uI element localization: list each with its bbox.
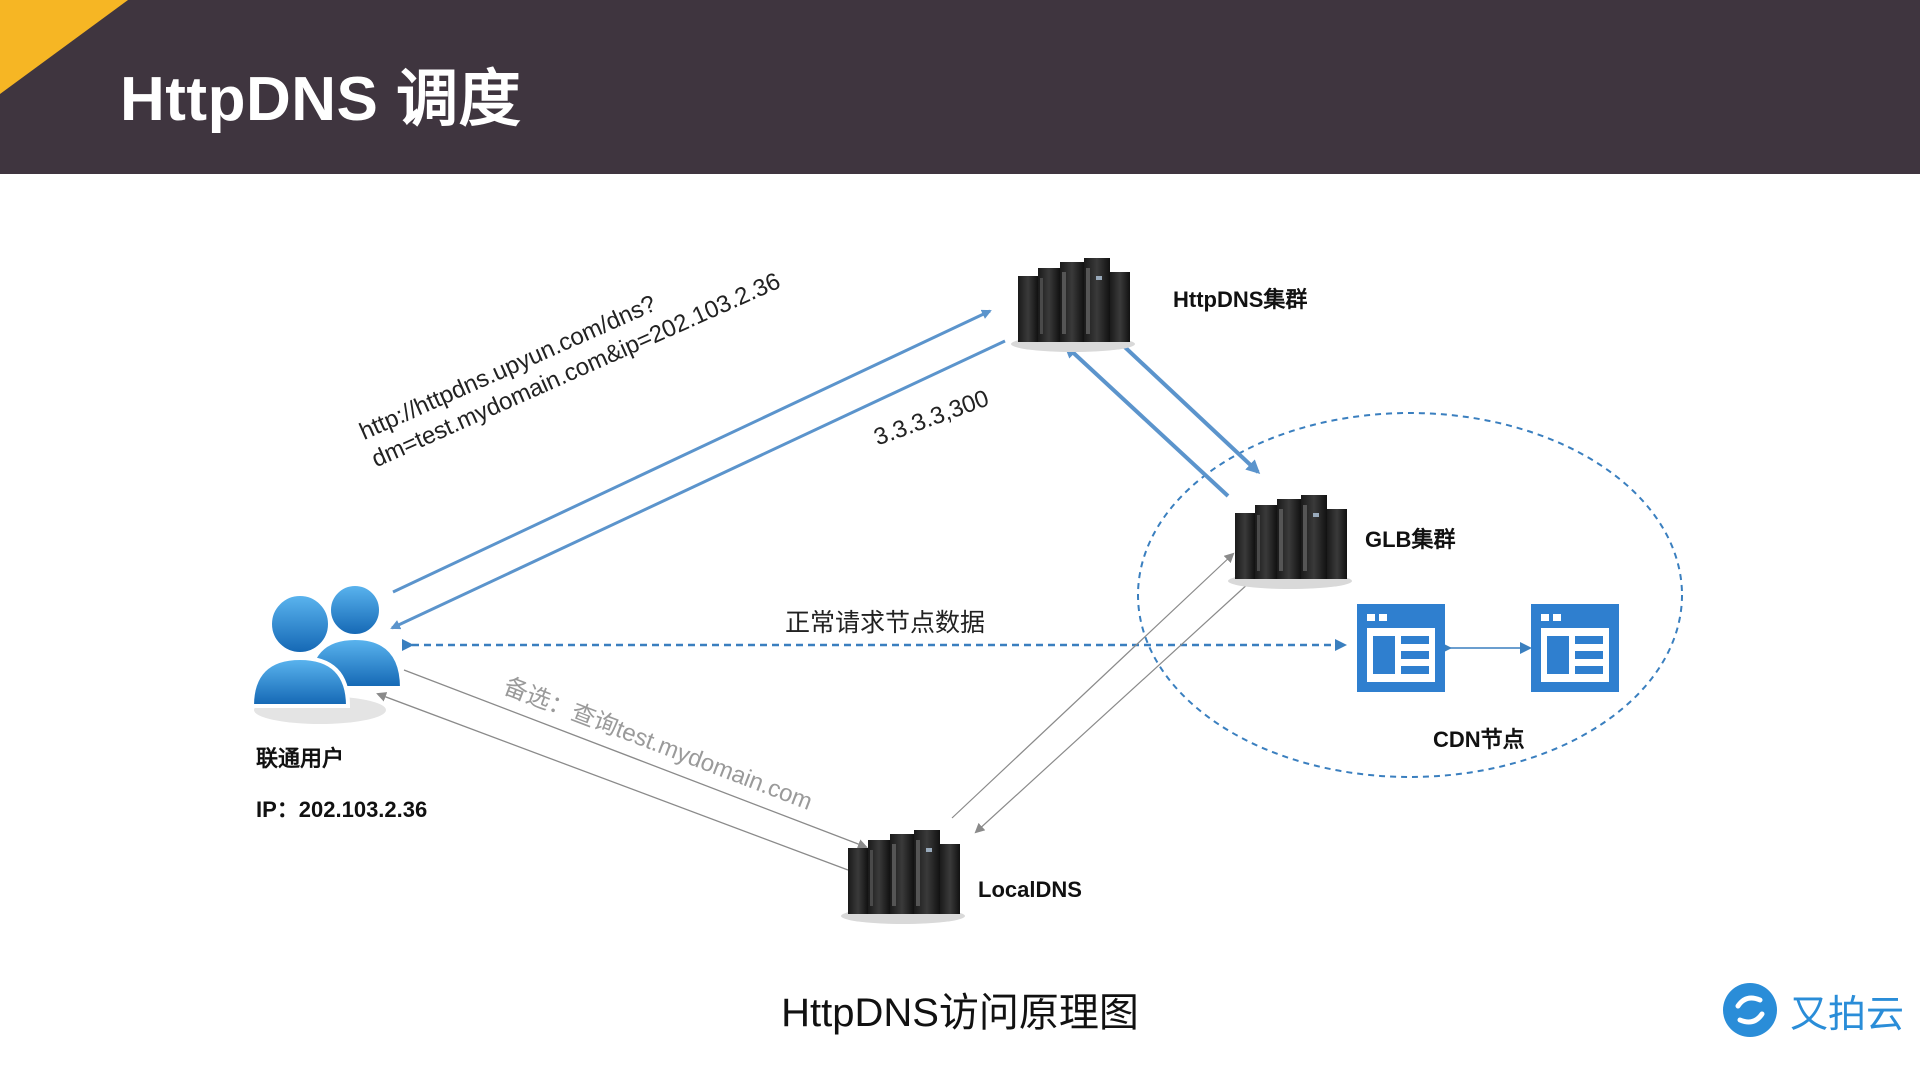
glb-cdn-region bbox=[1137, 412, 1683, 778]
normal-request-label: 正常请求节点数据 bbox=[785, 609, 986, 637]
slide-header bbox=[0, 0, 1920, 174]
cdn-node-icon bbox=[1357, 604, 1445, 692]
user-ip-label: IP：202.103.2.36 bbox=[256, 797, 428, 822]
glb-cluster-label: GLB集群 bbox=[1365, 527, 1456, 552]
glb-to-localdns-arrow bbox=[974, 581, 1251, 834]
response-arrow bbox=[390, 339, 1006, 630]
brand-name: 又拍云 bbox=[1790, 991, 1905, 1036]
cdn-node-icon bbox=[1531, 604, 1619, 692]
upyun-logo-icon bbox=[1723, 983, 1777, 1037]
httpdns-cluster-label: HttpDNS集群 bbox=[1173, 287, 1308, 312]
corner-accent bbox=[0, 0, 128, 94]
user-group-icon bbox=[249, 582, 405, 724]
localdns-to-glb-arrow bbox=[951, 552, 1235, 819]
glb-to-httpdns-arrow bbox=[1063, 343, 1230, 498]
user-name-label: 联通用户 bbox=[256, 746, 345, 771]
user-to-localdns-arrow bbox=[403, 669, 868, 849]
request-arrow bbox=[392, 309, 992, 594]
glb-server-icon bbox=[1228, 495, 1352, 589]
httpdns-server-icon bbox=[1011, 258, 1135, 352]
slide-title: HttpDNS 调度 bbox=[120, 65, 522, 134]
localdns-label: LocalDNS bbox=[978, 877, 1082, 902]
localdns-to-user-arrow bbox=[376, 692, 849, 871]
diagram-caption: HttpDNS访问原理图 bbox=[781, 991, 1139, 1035]
cdn-nodes-label: CDN节点 bbox=[1433, 727, 1525, 752]
httpdns-to-glb-arrow bbox=[1111, 334, 1261, 475]
brand-logo: 又拍云 bbox=[1724, 980, 1904, 1040]
